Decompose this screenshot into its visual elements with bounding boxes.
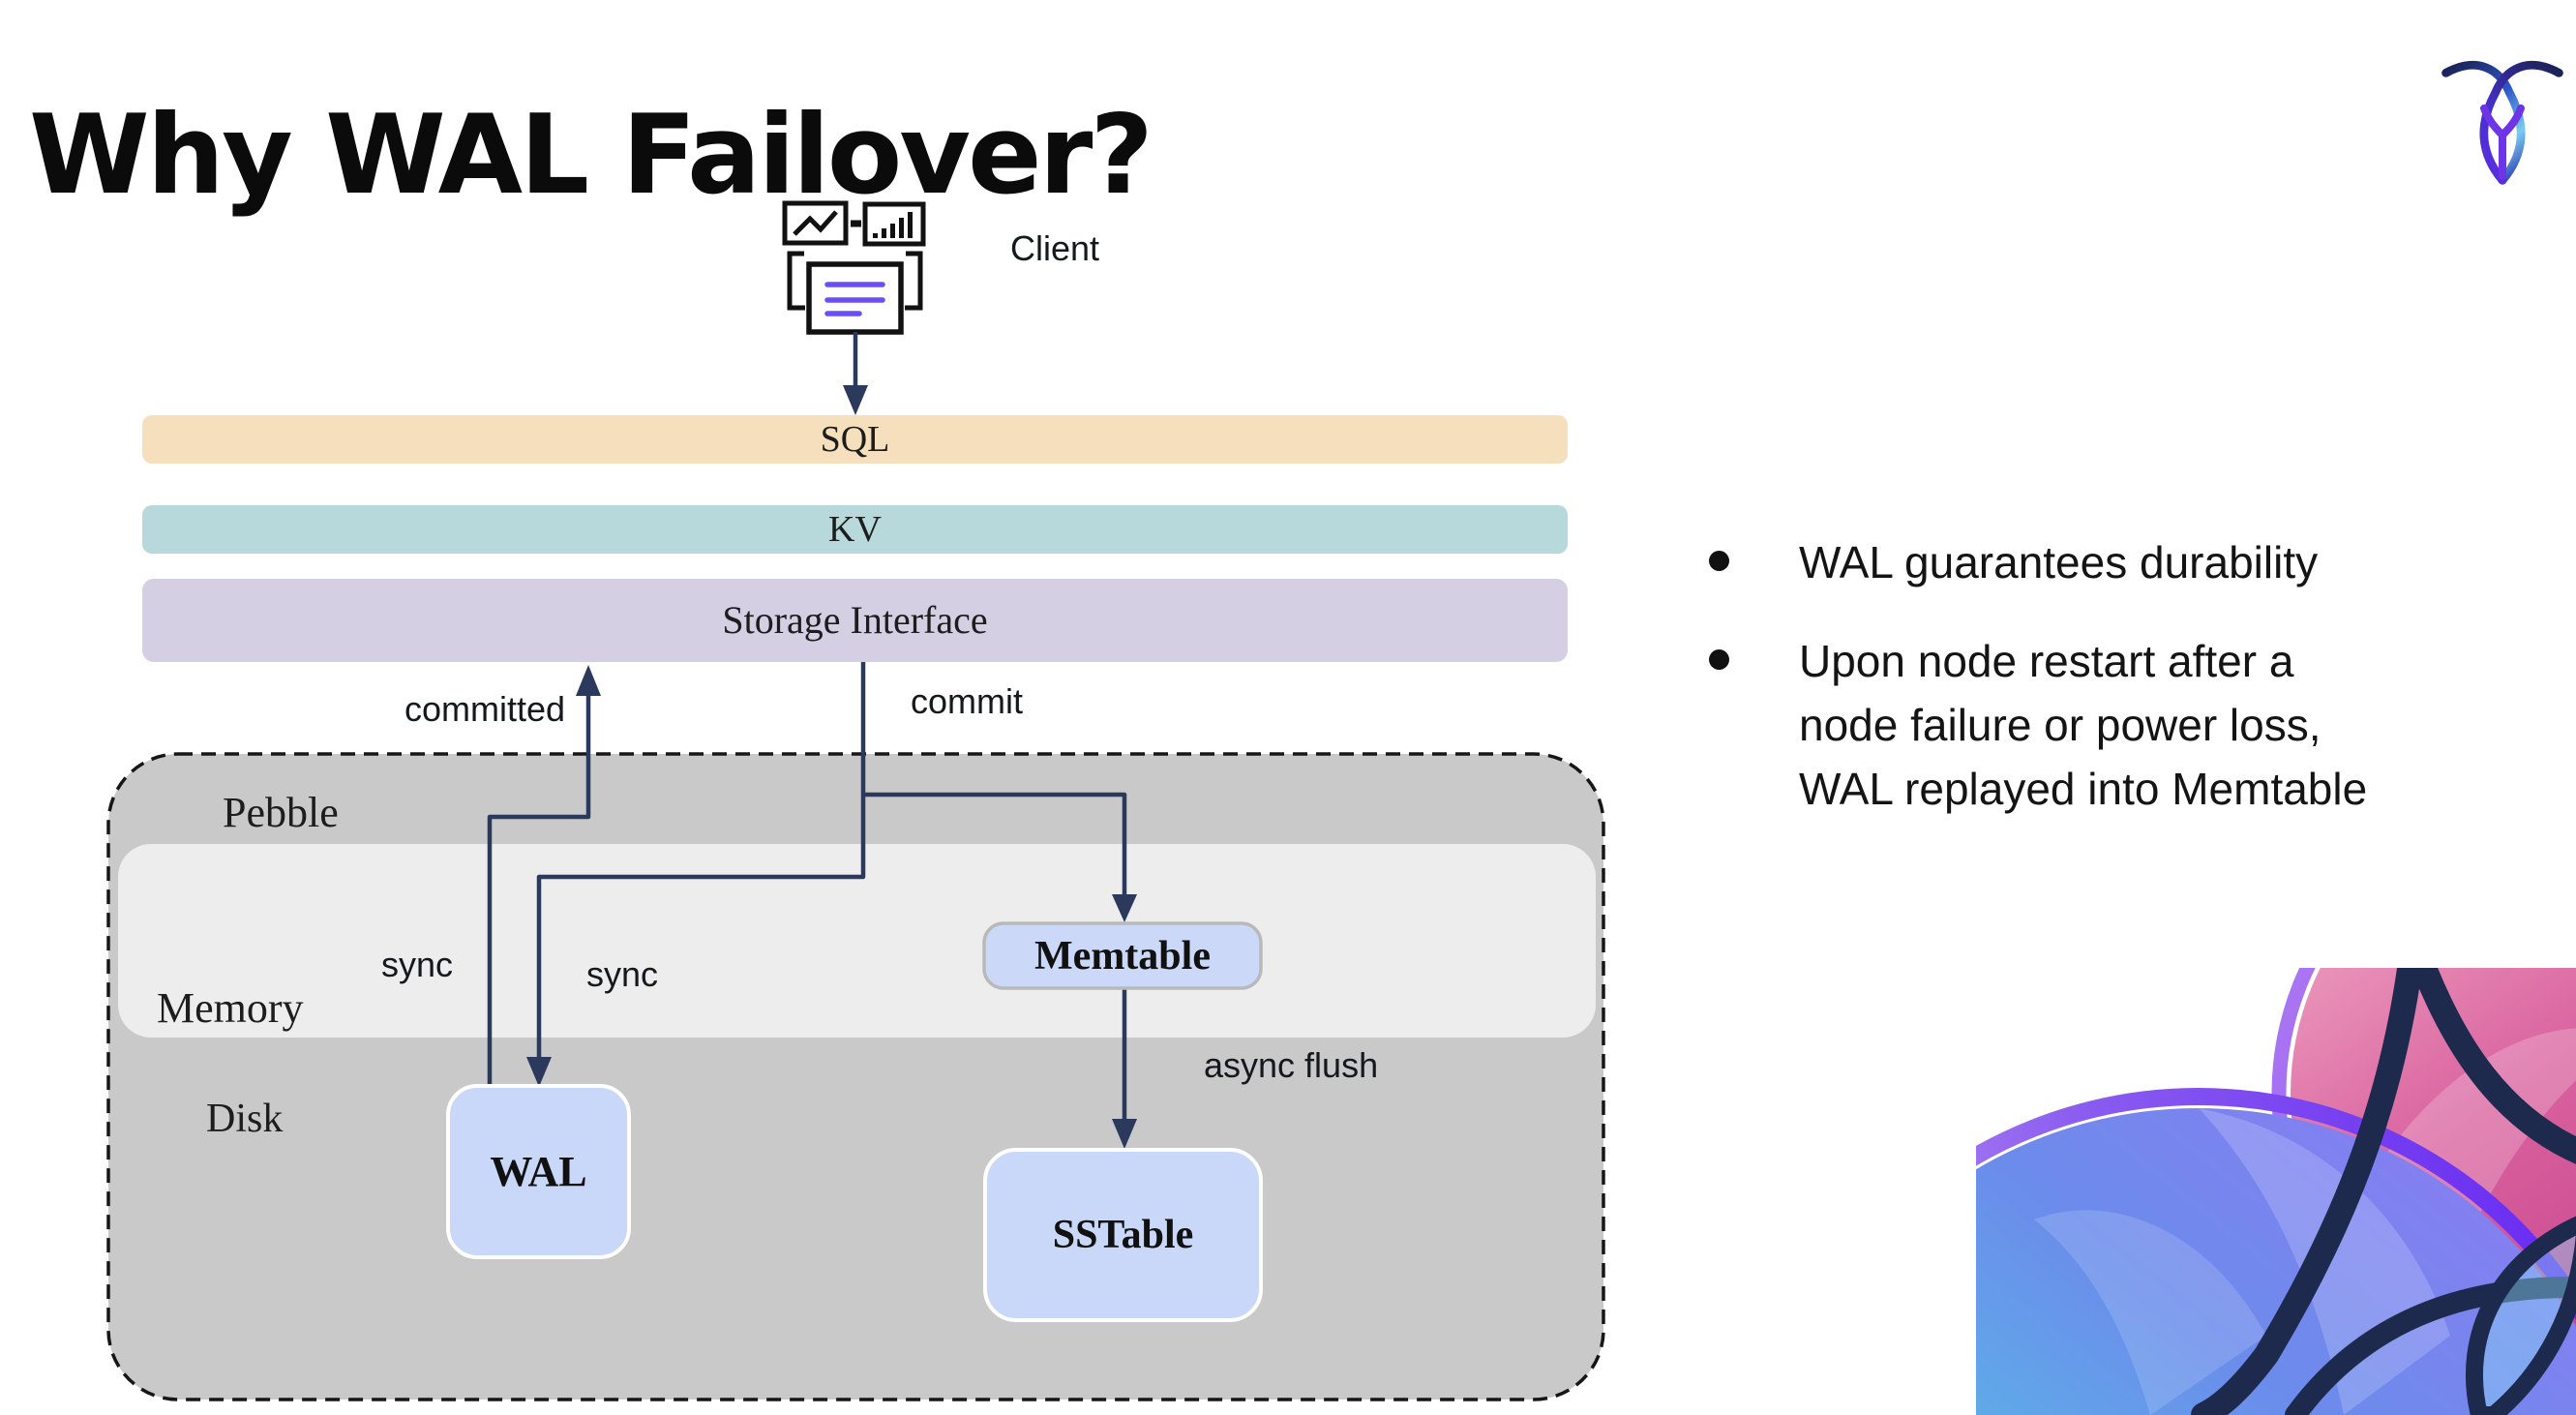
committed-arrow (487, 665, 601, 1086)
bar-chart-glyph (873, 212, 913, 238)
right-bracket-icon (905, 251, 923, 311)
document-text-lines (824, 282, 885, 316)
bullet-text: Upon node restart after a node failure o… (1799, 636, 2368, 814)
pebble-label: Pebble (223, 789, 339, 836)
line-chart-icon (782, 200, 849, 246)
storage-interface-label: Storage Interface (722, 598, 988, 642)
kv-layer-label: KV (828, 509, 882, 550)
cockroachdb-logo-icon (2441, 60, 2563, 185)
memtable-box (982, 921, 1263, 990)
bullet-list: WAL guarantees durability Upon node rest… (1709, 530, 2512, 821)
left-bracket-icon (787, 251, 805, 311)
brand-art-graphic (1976, 968, 2576, 1415)
memory-zone-label: Memory (157, 984, 304, 1032)
client-icon (782, 200, 926, 335)
memtable-node-label: Memtable (1034, 933, 1211, 978)
memtable-to-sstable-arrow (1112, 989, 1137, 1149)
bullet-dot-icon (1709, 649, 1729, 670)
bullet-dot-icon (1709, 551, 1729, 571)
commit-to-memtable-arrow (863, 792, 1137, 922)
page-title: Why WAL Failover? (29, 90, 1153, 219)
committed-edge-label: committed (404, 689, 566, 729)
sstable-box (983, 1148, 1263, 1322)
wal-node-label: WAL (490, 1148, 587, 1195)
sync-left-edge-label: sync (381, 945, 454, 984)
sstable-node-label: SSTable (1052, 1213, 1194, 1257)
kv-layer-bar (142, 505, 1568, 554)
client-label: Client (1010, 228, 1100, 268)
line-chart-glyph (793, 210, 838, 236)
bullet-text: WAL guarantees durability (1799, 537, 2319, 587)
list-item: Upon node restart after a node failure o… (1709, 629, 2512, 821)
async-flush-edge-label: async flush (1204, 1045, 1379, 1085)
commit-edge-label: commit (911, 681, 1023, 721)
sync-right-edge-label: sync (586, 954, 659, 994)
memory-band (118, 844, 1596, 1038)
disk-zone-label: Disk (206, 1097, 284, 1141)
storage-interface-bar (142, 579, 1568, 662)
list-item: WAL guarantees durability (1709, 530, 2512, 594)
sql-layer-bar (142, 415, 1568, 464)
commit-sync-arrow (526, 662, 866, 1087)
client-to-sql-arrow (843, 332, 868, 415)
bar-chart-icon (862, 201, 926, 247)
sql-layer-label: SQL (820, 419, 890, 460)
wal-box (446, 1084, 631, 1259)
